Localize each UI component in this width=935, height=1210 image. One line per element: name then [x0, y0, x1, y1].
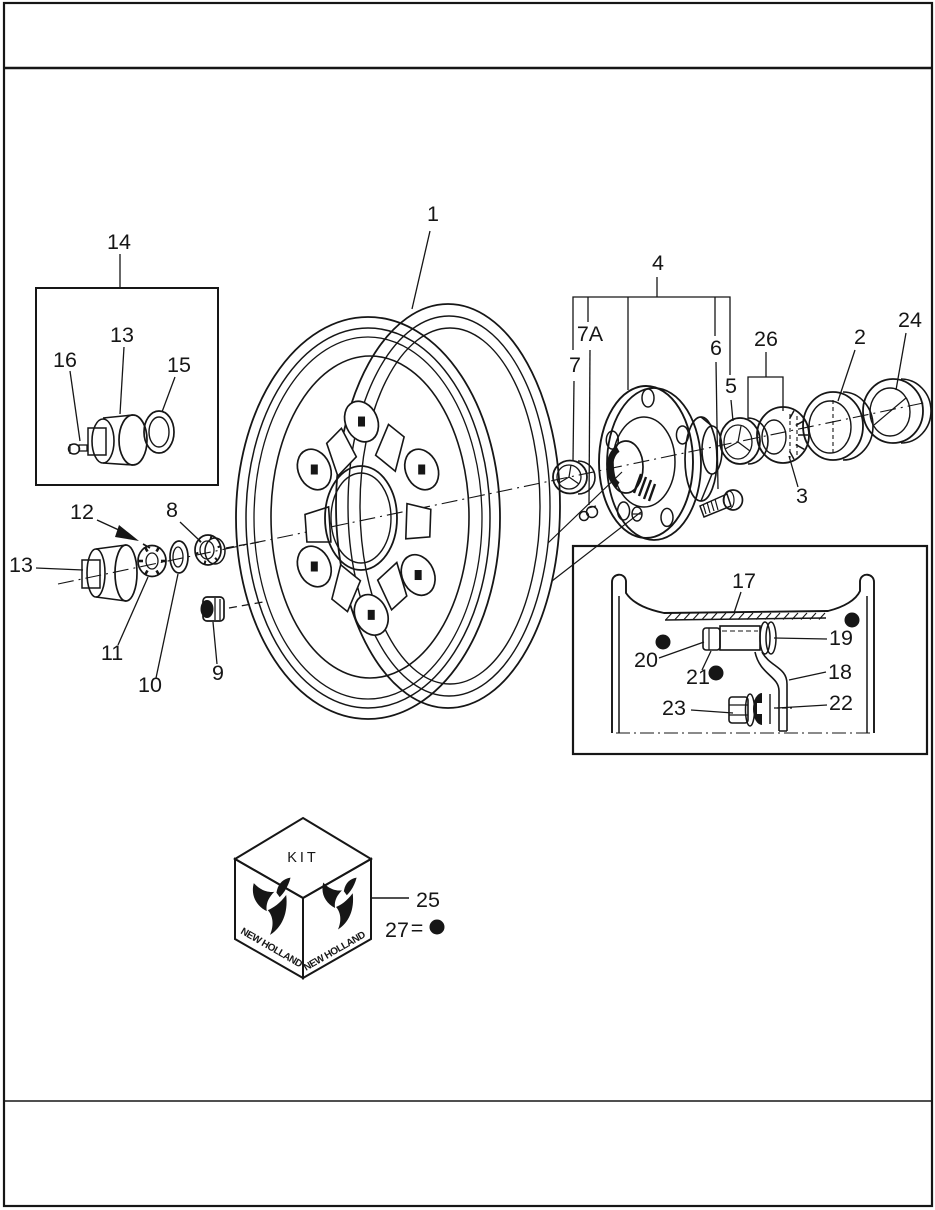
valve-pipe-18: [754, 651, 788, 732]
equals-sign: =: [411, 916, 424, 940]
valve-inset: [571, 544, 929, 756]
rim-section-outer: [611, 573, 875, 733]
rim-section-inner: [618, 596, 868, 733]
kit-box-drawing: KIT NEW HOLLAND NEW HOLLAND: [233, 816, 409, 980]
castle-nut-11: [137, 544, 167, 578]
callout-27: 27: [385, 918, 409, 942]
callout-12: 12: [70, 500, 94, 524]
bearing-cone-5: [719, 417, 769, 465]
callout-25: 25: [416, 888, 440, 912]
cap-13-in-box: [87, 414, 148, 466]
hubcap-kit-box: [35, 287, 219, 486]
callout-6: 6: [710, 336, 722, 360]
leader-lines: [35, 230, 907, 714]
brand-right-label: NEW HOLLAND: [302, 929, 368, 973]
callout-21: 21: [686, 665, 710, 689]
callout-3: 3: [796, 484, 808, 508]
callout-7a: 7A: [577, 322, 604, 346]
spindle-parts: [81, 519, 264, 622]
callout-14: 14: [107, 230, 131, 254]
rim-bed-hatch: [665, 612, 826, 620]
callout-2: 2: [854, 325, 866, 349]
valve-stem-17: [702, 621, 777, 655]
bearing-rollers: [788, 410, 808, 460]
callout-7: 7: [569, 353, 581, 377]
callout-8: 8: [166, 498, 178, 522]
center-axis-line: [57, 401, 929, 585]
callout-16: 16: [53, 348, 77, 372]
new-holland-leaf-icon: [252, 877, 291, 935]
oring-15: [143, 410, 175, 454]
callout-18: 18: [828, 660, 852, 684]
callout-20: 20: [634, 648, 658, 672]
callout-5: 5: [725, 374, 737, 398]
callout-9: 9: [212, 661, 224, 685]
inset-frame: [571, 544, 929, 756]
kit-cube-right: [302, 857, 372, 980]
bearing-3: [756, 406, 810, 464]
callout-24: 24: [898, 308, 922, 332]
callout-4: 4: [652, 251, 664, 275]
assembly-dashes: [225, 541, 264, 609]
callout-17: 17: [732, 569, 756, 593]
screw-16: [67, 443, 88, 455]
cap-13-left: [81, 544, 138, 602]
hub-flange-holes: [605, 388, 690, 528]
callout-1: 1: [427, 202, 439, 226]
spline-shading: [606, 446, 620, 488]
seal-7: [552, 459, 596, 495]
valve-core-22: [753, 693, 792, 725]
wheel-bolt-pads: [296, 400, 440, 636]
bullet-marker-21: [708, 665, 724, 681]
bullet-marker-27: [429, 919, 445, 935]
hex-nut-23: [728, 693, 756, 727]
callout-22: 22: [829, 691, 853, 715]
bullet-marker-19: [844, 612, 860, 628]
callout-11: 11: [101, 641, 123, 665]
callout-15: 15: [167, 353, 191, 377]
callout-13-box: 13: [110, 323, 134, 347]
kit-top-label: KIT: [287, 850, 319, 866]
fitting-7a: [578, 505, 599, 522]
washer-10: [169, 540, 189, 574]
callout-10: 10: [138, 673, 162, 697]
lug-nut-9: [200, 596, 225, 622]
kit-14-frame: [35, 287, 219, 486]
new-holland-leaf-icon: [322, 877, 357, 930]
wheel-drawing: [235, 303, 561, 720]
cotter-pin-arrow-12: [96, 519, 151, 549]
nut-8: [194, 534, 226, 566]
retainer-24: [862, 378, 932, 444]
callout-13-left: 13: [9, 553, 33, 577]
callout-23: 23: [662, 696, 686, 720]
callout-19: 19: [829, 626, 853, 650]
bullet-marker-20: [655, 634, 671, 650]
wheel-stud-6: [699, 489, 744, 518]
hub-hatch-marks: [632, 473, 657, 502]
callouts: 1 14 16 13 15 12 13 11 10 8 9 4 7A 7 6 5…: [9, 202, 922, 942]
callout-26: 26: [754, 327, 778, 351]
